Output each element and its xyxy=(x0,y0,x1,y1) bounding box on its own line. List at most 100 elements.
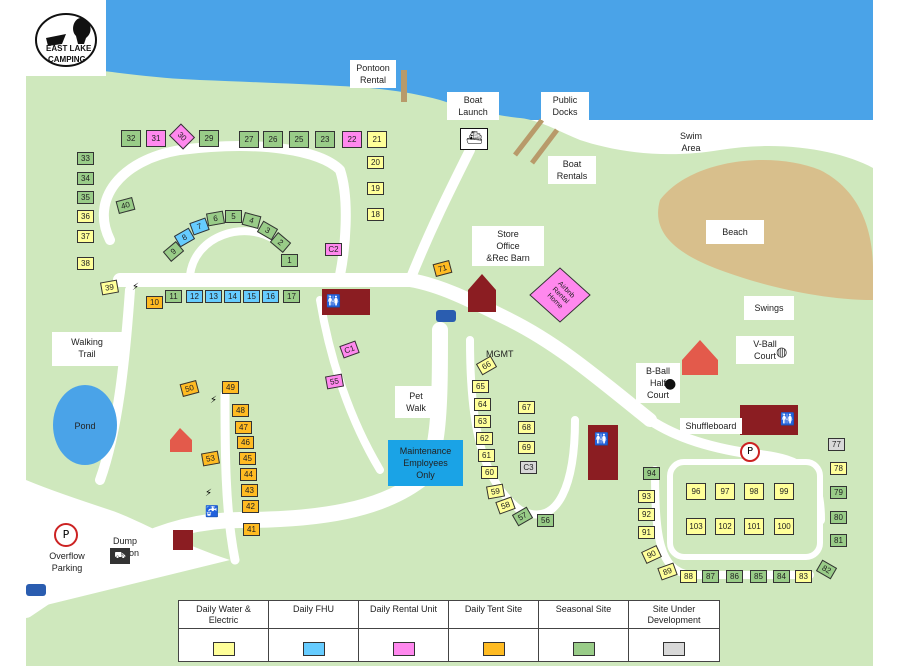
shuffleboard-parking-sign: P xyxy=(740,442,760,462)
site-34: 34 xyxy=(77,172,94,185)
maintenance-label: Maintenance Employees Only xyxy=(388,440,463,486)
site-46: 46 xyxy=(237,436,254,449)
site-85: 85 xyxy=(750,570,767,583)
site-c2: C2 xyxy=(325,243,342,256)
overflow-parking-label: Overflow Parking xyxy=(49,551,85,573)
site-21: 21 xyxy=(367,131,387,148)
site-37: 37 xyxy=(77,230,94,243)
volleyball-icon: ◍ xyxy=(776,345,788,360)
site-81: 81 xyxy=(830,534,847,547)
logo-text-bottom: CAMPING xyxy=(48,55,86,64)
site-5: 5 xyxy=(225,210,242,223)
dump-station-icon: ⛟ xyxy=(110,548,130,564)
legend-label: Daily Rental Unit xyxy=(359,601,448,629)
site-77: 77 xyxy=(828,438,845,451)
site-29: 29 xyxy=(199,130,219,147)
site-35: 35 xyxy=(77,191,94,204)
site-49: 49 xyxy=(222,381,239,394)
site-20: 20 xyxy=(367,156,384,169)
shuffleboard-label: Shuffleboard xyxy=(680,418,742,434)
restroom-building-4 xyxy=(173,530,193,550)
site-32: 32 xyxy=(121,130,141,147)
site-97: 97 xyxy=(715,483,735,500)
legend-item: Daily Tent Site xyxy=(449,601,539,661)
site-62: 62 xyxy=(476,432,493,445)
site-98: 98 xyxy=(744,483,764,500)
beach-sand xyxy=(658,160,873,300)
site-18: 18 xyxy=(367,208,384,221)
legend-label: Site Under Development xyxy=(629,601,719,629)
restroom-building-2 xyxy=(588,425,618,480)
boat-rentals-label: Boat Rentals xyxy=(548,156,596,184)
site-93: 93 xyxy=(638,490,655,503)
site-17: 17 xyxy=(283,290,300,303)
vball-court-label: V-Ball Court xyxy=(736,336,794,364)
site-65: 65 xyxy=(472,380,489,393)
site-c3: C3 xyxy=(520,461,537,474)
electric-icon-1: ⚡ xyxy=(132,282,140,293)
site-61: 61 xyxy=(478,449,495,462)
site-67: 67 xyxy=(518,401,535,414)
swim-area-label: Swim Area xyxy=(680,131,702,153)
store-office-label: Store Office &Rec Barn xyxy=(472,226,544,266)
legend-swatch xyxy=(302,642,325,656)
restroom-icon-1: 🚻 xyxy=(326,294,341,308)
site-96: 96 xyxy=(686,483,706,500)
electric-icon-2: ⚡ xyxy=(210,395,218,406)
logo-text-top: EAST LAKE xyxy=(46,44,92,53)
site-48: 48 xyxy=(232,404,249,417)
swings-label: Swings xyxy=(744,296,794,320)
basketball-icon: ● xyxy=(664,376,677,392)
site-68: 68 xyxy=(518,421,535,434)
site-23: 23 xyxy=(315,131,335,148)
site-64: 64 xyxy=(474,398,491,411)
legend-swatch xyxy=(392,642,415,656)
legend-item: Seasonal Site xyxy=(539,601,629,661)
site-31: 31 xyxy=(146,130,166,147)
airbnb-home xyxy=(529,267,591,323)
site-45: 45 xyxy=(239,452,256,465)
site-94: 94 xyxy=(643,467,660,480)
legend-label: Daily Water & Electric xyxy=(179,601,268,629)
pontoon-dock xyxy=(401,70,407,102)
site-27: 27 xyxy=(239,131,259,148)
site-47: 47 xyxy=(235,421,252,434)
logo-tree-icon xyxy=(35,13,97,67)
beach-label: Beach xyxy=(706,220,764,244)
site-44: 44 xyxy=(240,468,257,481)
mgmt-label: MGMT xyxy=(486,349,514,359)
pond-label: Pond xyxy=(74,421,96,431)
legend-item: Daily Rental Unit xyxy=(359,601,449,661)
restroom-building-1 xyxy=(322,289,370,315)
bball-court-label: B-Ball Half Court xyxy=(636,363,680,403)
site-103: 103 xyxy=(686,518,706,535)
walking-trail-label: Walking Trail xyxy=(52,332,122,366)
legend-swatch xyxy=(663,642,685,656)
boat-launch-label: Boat Launch xyxy=(447,92,499,120)
site-69: 69 xyxy=(518,441,535,454)
boat-launch-icon: ⛴ xyxy=(460,128,488,150)
site-43: 43 xyxy=(241,484,258,497)
overflow-parking-sign: P xyxy=(54,523,78,547)
site-26: 26 xyxy=(263,131,283,148)
kayak-icon xyxy=(436,310,456,322)
site-15: 15 xyxy=(243,290,260,303)
playground-1 xyxy=(682,340,718,375)
site-80: 80 xyxy=(830,511,847,524)
site-91: 91 xyxy=(638,526,655,539)
site-78: 78 xyxy=(830,462,847,475)
site-102: 102 xyxy=(715,518,735,535)
electric-icon-3: ⚡ xyxy=(205,488,213,499)
site-25: 25 xyxy=(289,131,309,148)
legend-label: Daily FHU xyxy=(269,601,358,629)
site-41: 41 xyxy=(243,523,260,536)
site-19: 19 xyxy=(367,182,384,195)
site-12: 12 xyxy=(186,290,203,303)
pontoon-rental-label: Pontoon Rental xyxy=(350,60,396,88)
restroom-icon-3: 🚻 xyxy=(780,412,795,426)
legend-swatch xyxy=(572,642,595,656)
legend-item: Site Under Development xyxy=(629,601,719,661)
site-60: 60 xyxy=(481,466,498,479)
site-86: 86 xyxy=(726,570,743,583)
